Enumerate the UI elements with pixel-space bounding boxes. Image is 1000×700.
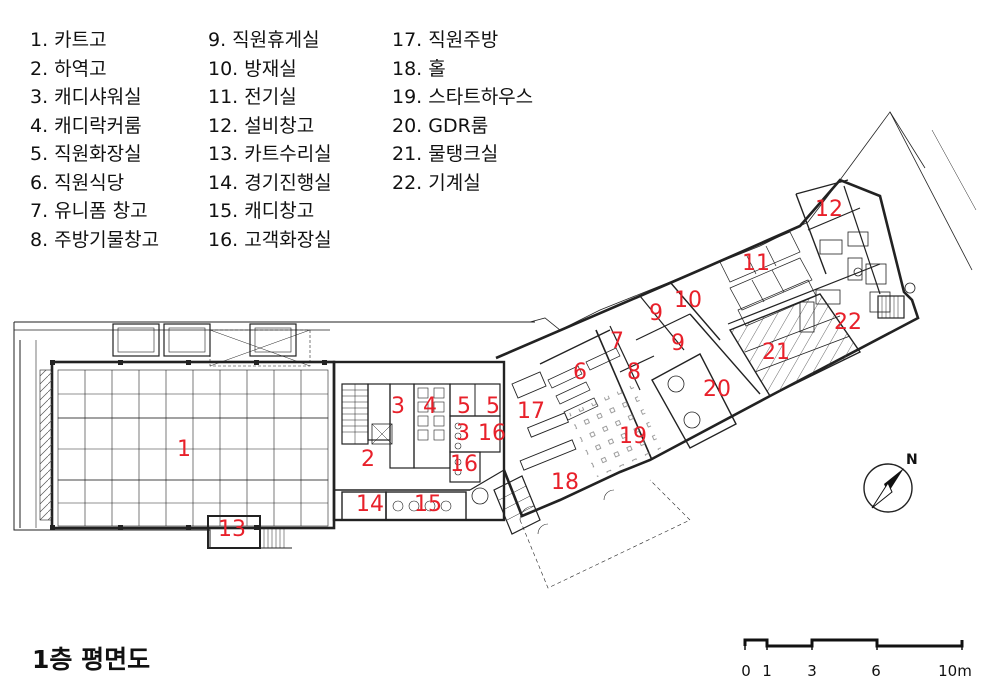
plan-title: 1층 평면도 <box>32 645 151 674</box>
legend-item: 4. 캐디락커룸 <box>30 114 142 137</box>
room-label: 11 <box>742 251 770 276</box>
legend-column-1: 1. 카트고 2. 하역고 3. 캐디샤워실 4. 캐디락커룸 5. 직원화장실… <box>30 26 159 254</box>
legend-item: 11. 전기실 <box>208 86 297 108</box>
room-labels: 1 2 3 3 4 5 5 6 7 8 9 9 10 11 12 13 14 1… <box>177 197 862 542</box>
legend-item: 10. 방재실 <box>208 57 297 80</box>
legend-item: 14. 경기진행실 <box>208 171 332 194</box>
scale-label: 3 <box>807 662 817 680</box>
legend-item: 20. GDR룸 <box>392 114 489 137</box>
room-label: 6 <box>573 360 587 385</box>
room-label: 16 <box>450 452 478 477</box>
west-wing <box>13 321 535 549</box>
room-label: 21 <box>762 340 790 365</box>
room-label: 22 <box>834 310 862 335</box>
scale-label: 6 <box>871 662 881 680</box>
legend-item: 5. 직원화장실 <box>30 143 142 165</box>
legend-item: 22. 기계실 <box>392 171 481 194</box>
room-label: 13 <box>218 517 246 542</box>
room-label: 5 <box>457 394 471 419</box>
legend-item: 13. 카트수리실 <box>208 143 332 165</box>
room-label: 18 <box>551 470 579 495</box>
room-label: 3 <box>456 421 470 446</box>
scale-label: 10m <box>938 662 972 680</box>
room-label: 7 <box>610 329 624 354</box>
north-compass: N <box>863 452 918 513</box>
legend-item: 9. 직원휴게실 <box>208 29 320 51</box>
room-label: 14 <box>356 492 384 517</box>
room-label: 16 <box>478 421 506 446</box>
compass-ring <box>863 463 913 513</box>
east-wing <box>471 111 977 589</box>
legend-item: 7. 유니폼 창고 <box>30 200 148 222</box>
legend-item: 2. 하역고 <box>30 57 107 80</box>
compass-tail-icon <box>871 481 893 509</box>
room-label: 15 <box>414 492 442 517</box>
room-label: 12 <box>815 197 843 222</box>
legend-item: 16. 고객화장실 <box>208 228 332 251</box>
room-label: 4 <box>423 394 437 419</box>
legend-item: 18. 홀 <box>392 57 446 80</box>
compass-north-label: N <box>906 452 918 468</box>
legend-item: 19. 스타트하우스 <box>392 86 534 108</box>
room-label: 19 <box>619 424 647 449</box>
legend-item: 1. 카트고 <box>30 29 107 51</box>
legend-item: 3. 캐디샤워실 <box>30 86 142 108</box>
legend-item: 6. 직원식당 <box>30 171 125 194</box>
legend-item: 17. 직원주방 <box>392 29 499 51</box>
legend-item: 15. 캐디창고 <box>208 200 315 222</box>
room-label: 1 <box>177 437 191 462</box>
legend-item: 12. 설비창고 <box>208 114 315 137</box>
service-core <box>332 360 506 522</box>
room-label: 10 <box>674 288 702 313</box>
room-label: 8 <box>627 360 641 385</box>
room-label: 9 <box>649 301 663 326</box>
legend-item: 21. 물탱크실 <box>392 143 499 165</box>
room-legend: 1. 카트고 2. 하역고 3. 캐디샤워실 4. 캐디락커룸 5. 직원화장실… <box>30 26 590 256</box>
room-label: 9 <box>671 331 685 356</box>
room-label: 20 <box>703 377 731 402</box>
scale-bar: 0 1 3 6 10m <box>741 638 972 680</box>
scale-label: 1 <box>762 662 772 680</box>
room-label: 2 <box>361 447 375 472</box>
legend-item: 8. 주방기물창고 <box>30 228 160 251</box>
room-label: 17 <box>517 399 545 424</box>
scale-label: 0 <box>741 662 751 680</box>
legend-column-2: 9. 직원휴게실 10. 방재실 11. 전기실 12. 설비창고 13. 카트… <box>208 26 332 254</box>
room-label: 3 <box>391 394 405 419</box>
room-label: 5 <box>486 394 500 419</box>
legend-column-3: 17. 직원주방 18. 홀 19. 스타트하우스 20. GDR룸 21. 물… <box>392 26 533 197</box>
